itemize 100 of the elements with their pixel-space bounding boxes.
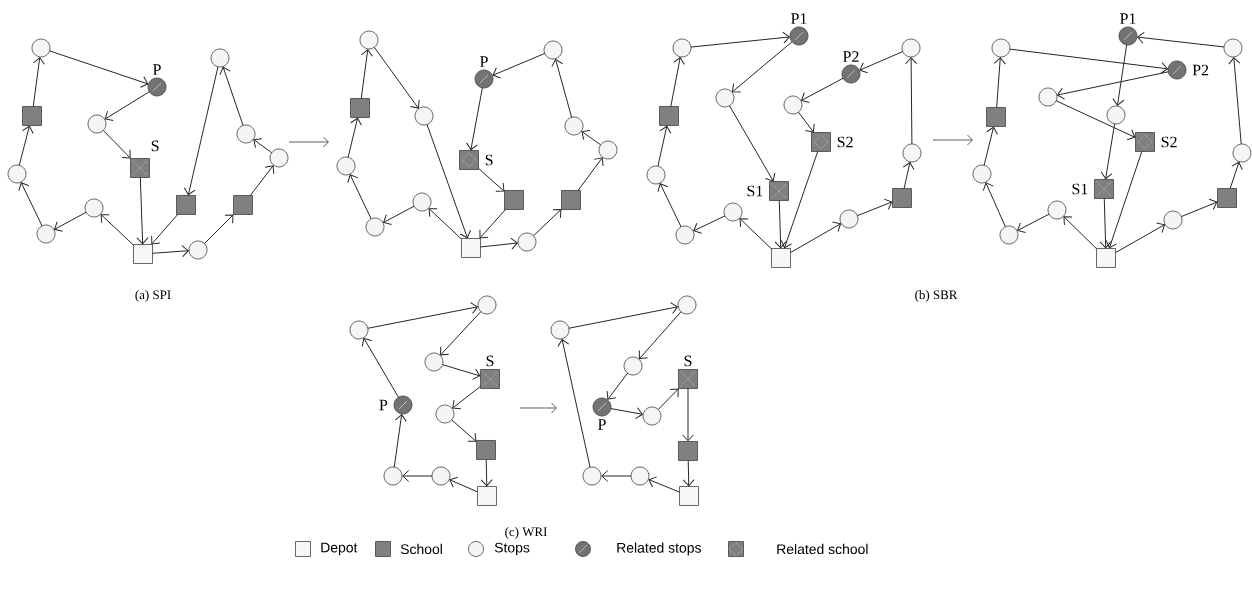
stop-circle [1163, 210, 1183, 230]
arrow [1229, 161, 1243, 189]
arrow [152, 245, 189, 258]
stop-circle [7, 164, 27, 184]
school-square [892, 188, 912, 208]
stop-circle [365, 217, 385, 237]
arrow [729, 105, 776, 182]
arrow [480, 459, 493, 487]
arrow [428, 208, 462, 240]
stop-circle [517, 232, 537, 252]
arrow [610, 407, 643, 420]
arrow [440, 311, 482, 356]
arrow [452, 385, 481, 410]
arrow [393, 414, 407, 468]
arrow [648, 476, 680, 493]
stop-circle [424, 352, 444, 372]
node-label: P [153, 64, 161, 75]
stop-circle [31, 38, 51, 58]
depot-square [1096, 248, 1116, 268]
stop-circle [477, 295, 497, 315]
legend-label: Related stops [617, 542, 701, 556]
school-square [176, 195, 196, 215]
arrow [383, 205, 415, 225]
stop-circle [359, 30, 379, 50]
node-label: P2 [1192, 64, 1209, 76]
panel-caption: (b) SBR [915, 290, 958, 302]
school-square [678, 441, 698, 461]
arrow [1105, 151, 1143, 249]
stop-circle [991, 38, 1011, 58]
arrow [657, 388, 679, 411]
stop-circle [901, 38, 921, 58]
arrow [1099, 198, 1112, 249]
arrow [682, 460, 695, 487]
arrow [203, 214, 234, 245]
arrow [859, 51, 904, 74]
stop-circle [564, 116, 584, 136]
stop-circle [543, 40, 563, 60]
arrow [219, 66, 244, 126]
node-label: S2 [1161, 136, 1177, 148]
arrow [551, 58, 573, 118]
arrow [492, 53, 546, 79]
stop-circle [1106, 105, 1126, 125]
node-label: P2 [843, 51, 859, 62]
stop-circle [646, 165, 666, 185]
arrow [774, 200, 787, 249]
arrow [480, 237, 518, 250]
stop-circle [36, 224, 56, 244]
arrow [1180, 198, 1218, 218]
school-square [561, 190, 581, 210]
arrow [657, 125, 672, 167]
node-label: S [151, 140, 159, 152]
arrow [478, 167, 505, 192]
arrow [731, 41, 793, 93]
node-label: P1 [1120, 13, 1136, 24]
stop-circle [1038, 87, 1058, 107]
arrow [1115, 222, 1166, 254]
arrow [902, 162, 915, 189]
arrow [479, 209, 506, 239]
legend-label: Related school [777, 543, 868, 555]
arrow [670, 57, 685, 107]
stop-circle [715, 88, 735, 108]
arrow [466, 87, 483, 151]
arrow [693, 215, 726, 234]
stop-circle [672, 38, 692, 58]
stop-circle [336, 156, 356, 176]
stop-circle [412, 192, 432, 212]
arrow [739, 218, 772, 250]
arrow [790, 221, 842, 254]
depot-square [477, 486, 497, 506]
legend-label: Stops [494, 542, 530, 556]
stop-circle [87, 114, 107, 134]
arrow [797, 111, 815, 133]
arrow [449, 476, 478, 493]
stop-circle [598, 140, 618, 160]
stop-circle [902, 143, 922, 163]
stop-circle [723, 202, 743, 222]
arrow [426, 124, 472, 239]
arrow [780, 151, 819, 249]
depot-square [461, 238, 481, 258]
arrow [18, 125, 34, 166]
arrow [801, 77, 844, 103]
school-square [1217, 188, 1237, 208]
node-label: S [684, 355, 692, 367]
arrow [856, 198, 893, 217]
arrow [533, 209, 562, 237]
arrow [581, 130, 602, 146]
arrow [451, 419, 477, 442]
school-square [22, 106, 42, 126]
legend-label: Depot [321, 542, 358, 556]
stop-circle [414, 106, 434, 126]
stop-circle [582, 466, 602, 486]
arrow [690, 31, 790, 48]
school-square [504, 190, 524, 210]
arrow [657, 183, 682, 228]
depot-square [133, 244, 153, 264]
node-label: P [379, 399, 388, 411]
stop-circle [435, 404, 455, 424]
arrow [249, 165, 275, 196]
node-label: S [485, 154, 493, 166]
panel-caption: (a) SPI [135, 290, 171, 302]
